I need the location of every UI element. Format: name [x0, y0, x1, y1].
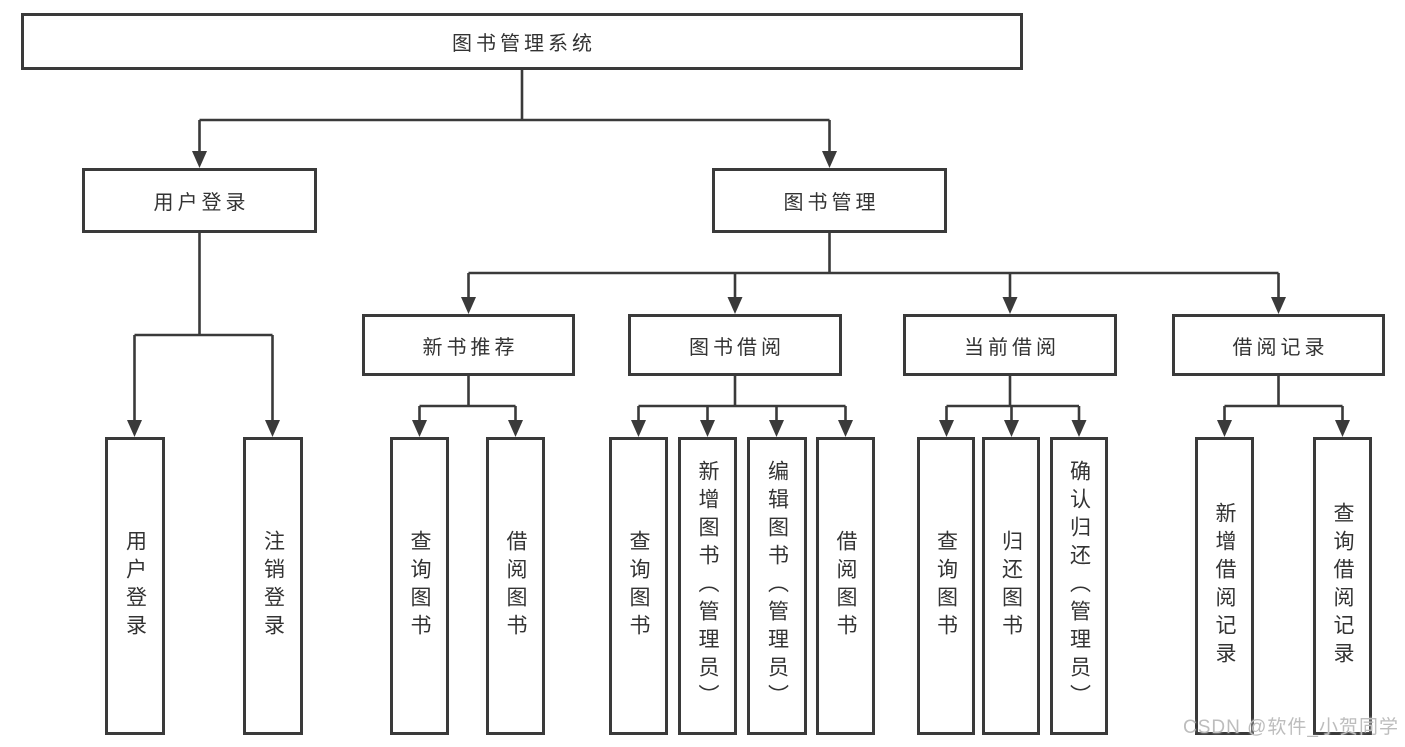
node-user-login: 用户登录 — [82, 168, 317, 233]
leaf-label: 归还图书 — [999, 530, 1023, 642]
leaf-label: 查询图书 — [627, 530, 650, 642]
leaf-borrow-borrow-books: 借阅图书 — [816, 437, 875, 735]
node-book-management: 图书管理 — [712, 168, 947, 233]
leaf-label: 注销登录 — [261, 530, 285, 642]
leaf-label: 新增图书（管理员） — [696, 460, 719, 712]
node-book-borrow: 图书借阅 — [628, 314, 842, 376]
node-borrow-records: 借阅记录 — [1172, 314, 1385, 376]
leaf-label: 新增借阅记录 — [1213, 502, 1236, 670]
csdn-watermark: CSDN @软件_小贺同学 — [1183, 717, 1399, 738]
leaf-records-query-record: 查询借阅记录 — [1313, 437, 1372, 735]
leaf-label: 用户登录 — [123, 530, 147, 642]
leaf-label: 查询图书 — [934, 530, 958, 642]
leaf-current-confirm-return-admin: 确认归还（管理员） — [1050, 437, 1108, 735]
leaf-borrow-add-books-admin: 新增图书（管理员） — [678, 437, 737, 735]
leaf-records-add-record: 新增借阅记录 — [1195, 437, 1254, 735]
leaf-label: 借阅图书 — [504, 530, 527, 642]
node-current-borrow: 当前借阅 — [903, 314, 1117, 376]
leaf-user-login: 用户登录 — [105, 437, 165, 735]
node-root: 图书管理系统 — [21, 13, 1023, 70]
leaf-label: 查询图书 — [408, 530, 431, 642]
leaf-label: 编辑图书（管理员） — [765, 460, 789, 712]
leaf-borrow-query-books: 查询图书 — [609, 437, 668, 735]
leaf-newrec-query-books: 查询图书 — [390, 437, 449, 735]
leaf-label: 确认归还（管理员） — [1067, 460, 1091, 712]
leaf-label: 查询借阅记录 — [1331, 502, 1354, 670]
leaf-label: 借阅图书 — [834, 530, 857, 642]
leaf-logout: 注销登录 — [243, 437, 303, 735]
leaf-borrow-edit-books-admin: 编辑图书（管理员） — [747, 437, 807, 735]
leaf-current-return-books: 归还图书 — [982, 437, 1040, 735]
node-new-book-recommend: 新书推荐 — [362, 314, 575, 376]
leaf-newrec-borrow-books: 借阅图书 — [486, 437, 545, 735]
leaf-current-query-books: 查询图书 — [917, 437, 975, 735]
